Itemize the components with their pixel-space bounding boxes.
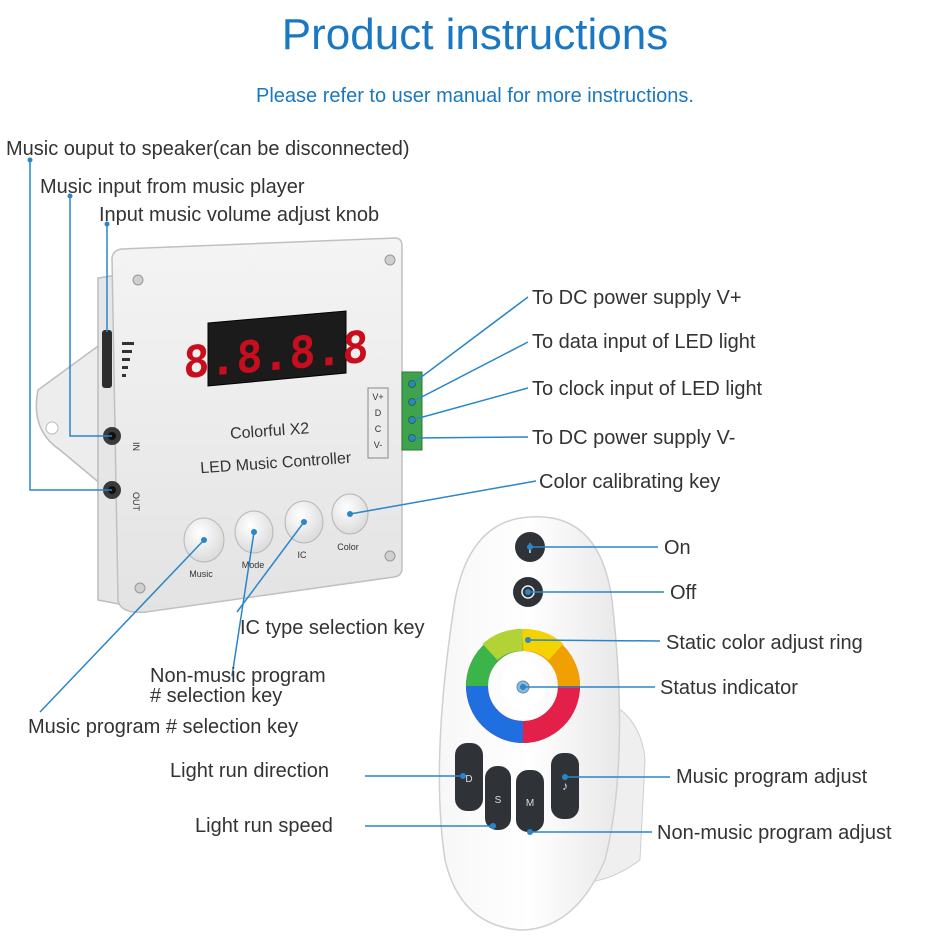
label-volume-knob: Input music volume adjust knob: [99, 204, 380, 226]
label-color-key: Color calibrating key: [539, 471, 721, 493]
music-button-label: Music: [189, 569, 213, 579]
label-clock-input: To clock input of LED light: [532, 378, 763, 400]
mode-key[interactable]: M: [516, 770, 544, 832]
mode-key-symbol: M: [526, 798, 534, 809]
label-music-adjust: Music program adjust: [676, 766, 868, 788]
terminal-legend-vminus: V-: [374, 440, 383, 450]
label-on: On: [664, 537, 691, 559]
label-status-indicator: Status indicator: [660, 677, 798, 699]
music-adjust-key[interactable]: ♪: [551, 753, 579, 819]
volume-knob: [102, 330, 112, 388]
terminal-legend-vplus: V+: [372, 392, 383, 402]
label-dc-vminus: To DC power supply V-: [532, 427, 736, 449]
leader-lines: [29, 160, 670, 833]
label-dc-vplus: To DC power supply V+: [532, 287, 742, 309]
label-data-input: To data input of LED light: [532, 331, 756, 353]
direction-key[interactable]: D: [455, 743, 483, 811]
label-run-speed: Light run speed: [195, 815, 333, 837]
label-ic-type-key: IC type selection key: [240, 617, 425, 639]
remote-control: I D S M: [438, 516, 646, 931]
label-off: Off: [670, 582, 697, 604]
controller-device: IN OUT 8.8.8.8 Colorful X2 LED Music Con…: [35, 237, 423, 613]
label-color-ring: Static color adjust ring: [666, 632, 863, 654]
terminal-legend-c: C: [375, 424, 382, 434]
speed-key[interactable]: S: [485, 766, 511, 830]
label-run-direction: Light run direction: [170, 760, 329, 782]
label-non-music-key-line1: Non-music program: [150, 665, 326, 687]
label-non-music-key-line2: # selection key: [150, 685, 283, 707]
terminal-legend-d: D: [375, 408, 382, 418]
page-subtitle: Please refer to user manual for more ins…: [256, 85, 694, 107]
color-button-label: Color: [337, 542, 359, 552]
label-non-music-adjust: Non-music program adjust: [657, 822, 892, 844]
ic-button-label: IC: [298, 550, 308, 560]
direction-key-symbol: D: [465, 774, 472, 785]
terminal-legend-box: [367, 387, 389, 459]
label-music-key: Music program # selection key: [28, 716, 299, 738]
mode-button-label: Mode: [242, 560, 265, 570]
music-note-icon: ♪: [562, 779, 568, 793]
page-title: Product instructions: [281, 10, 669, 59]
leader-dots: [27, 157, 568, 835]
in-jack-label: IN: [131, 442, 141, 451]
out-jack-label: OUT: [131, 492, 141, 512]
label-music-input: Music input from music player: [40, 176, 305, 198]
device-brand: Colorful X2: [230, 420, 310, 442]
label-music-output: Music ouput to speaker(can be disconnect…: [6, 138, 410, 160]
speed-key-symbol: S: [495, 795, 502, 806]
